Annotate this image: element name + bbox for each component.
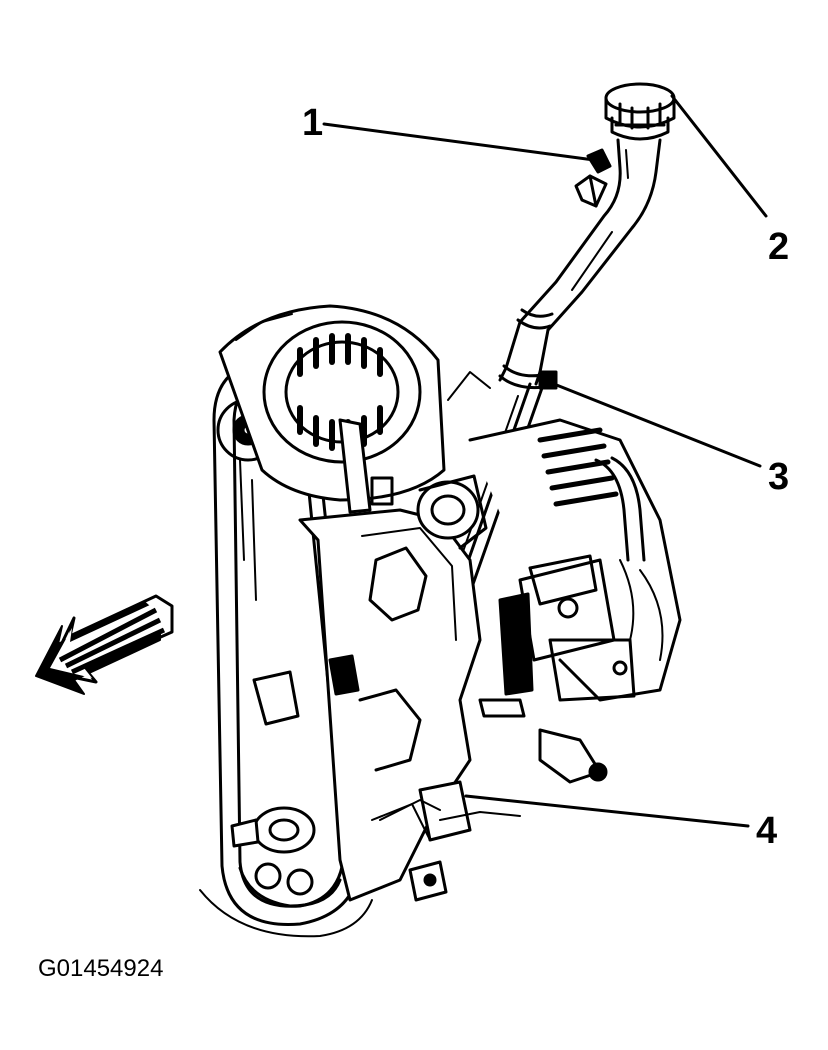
crank-balancer [230, 806, 342, 908]
center-housing [416, 474, 488, 550]
tube-bracket [574, 148, 612, 208]
callout-3: 3 [768, 456, 790, 498]
oil-fill-tube [498, 138, 662, 390]
callout-4: 4 [756, 810, 778, 852]
oil-fill-cap [604, 82, 676, 141]
generator [218, 304, 446, 514]
leader-line-3 [552, 382, 762, 468]
figure-id: G01454924 [38, 955, 164, 982]
engine-outlines [199, 371, 521, 938]
callout-2: 2 [768, 226, 790, 268]
front-direction-arrow-icon [35, 594, 174, 695]
callout-1: 1 [302, 102, 324, 144]
leader-line-4 [464, 794, 750, 828]
leader-line-2 [670, 94, 768, 218]
lower-brackets [408, 698, 608, 902]
leader-line-1 [322, 122, 596, 162]
sensor-module [498, 554, 636, 702]
leader-lines [322, 94, 768, 828]
